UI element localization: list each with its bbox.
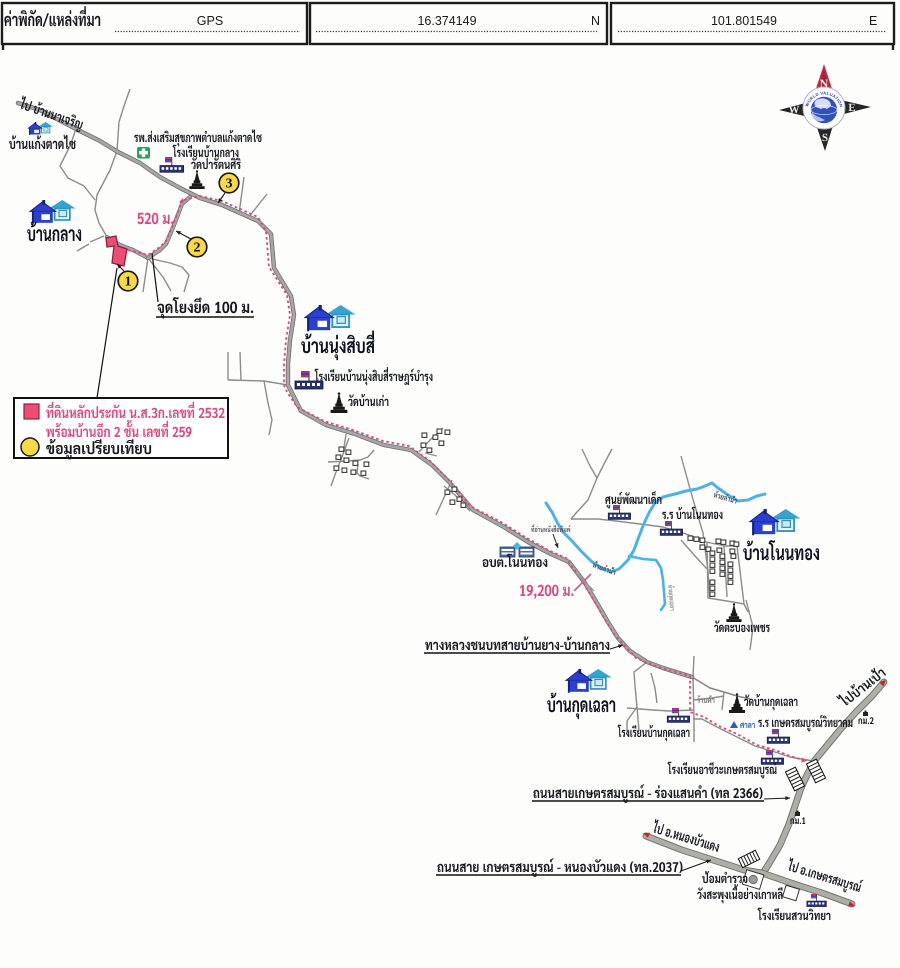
- svg-text:2: 2: [194, 241, 201, 256]
- svg-text:GPS: GPS: [197, 14, 223, 28]
- svg-text:16.374149: 16.374149: [417, 14, 476, 28]
- svg-text:N: N: [591, 14, 600, 28]
- svg-text:3: 3: [226, 177, 233, 192]
- svg-text:101.801549: 101.801549: [711, 14, 777, 28]
- svg-text:E: E: [869, 14, 877, 28]
- svg-text:1: 1: [125, 275, 132, 290]
